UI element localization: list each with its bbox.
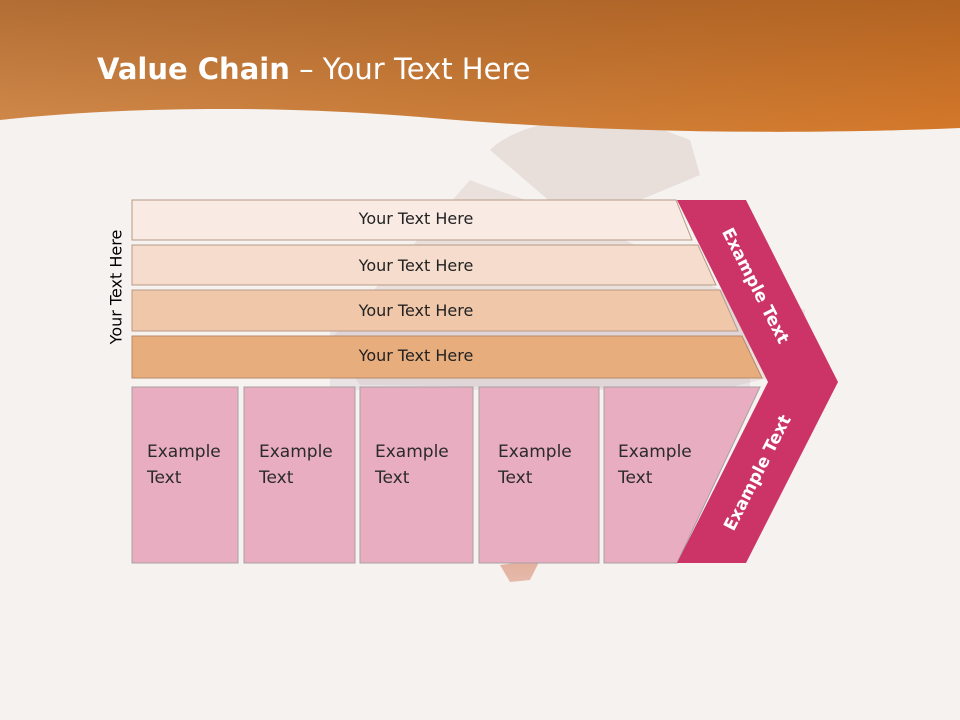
support-bar-3	[131, 289, 739, 332]
primary-box-4	[478, 386, 600, 564]
support-bar-3-label: Your Text Here	[358, 301, 474, 320]
title-rest-part: – Your Text Here	[289, 52, 531, 86]
reflection-fade	[0, 565, 960, 720]
support-bar-4-label: Your Text Here	[358, 346, 474, 365]
support-bar-2	[131, 244, 717, 286]
support-bar-1	[131, 199, 693, 241]
support-bar-4	[131, 335, 763, 379]
title-bold-part: Value Chain	[97, 52, 290, 86]
primary-box-3	[359, 386, 474, 564]
support-bar-2-label: Your Text Here	[358, 256, 474, 275]
header-banner	[0, 0, 960, 132]
slide-title: Value Chain – Your Text Here	[97, 52, 531, 86]
margin-arrow-lower	[677, 382, 838, 563]
support-bar-1-label: Your Text Here	[358, 209, 474, 228]
primary-box-2	[243, 386, 356, 564]
margin-arrow-upper	[677, 200, 838, 382]
primary-box-1	[131, 386, 239, 564]
